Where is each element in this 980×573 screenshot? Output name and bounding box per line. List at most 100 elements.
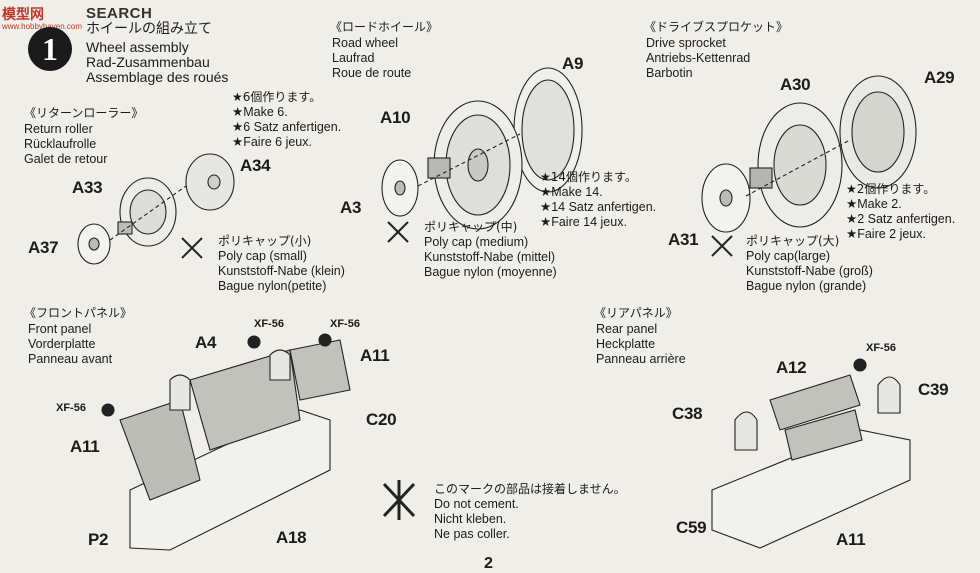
return-roller-make-de: ★6 Satz anfertigen. [232,120,342,134]
poly-cap-medium-label: ポリキャップ(中) Poly cap (medium) Kunststoff-N… [424,220,557,280]
header-search-tag: SEARCH [86,5,153,22]
page-number: 2 [484,555,493,572]
poly-cap-small-jp: ポリキャップ(小) [218,234,312,248]
road-wheel-en: Road wheel [332,36,399,50]
poly-cap-large-jp: ポリキャップ(大) [746,234,840,248]
return-roller-drawing [77,153,235,265]
drive-sprocket-en: Drive sprocket [646,36,726,50]
return-roller-en: Return roller [24,122,93,136]
front-panel-jp: 《フロントパネル》 [24,306,133,320]
road-wheel-make-fr: ★Faire 14 jeux. [540,215,627,229]
rear-panel-en: Rear panel [596,322,658,336]
drive-sprocket-make-de: ★2 Satz anfertigen. [846,212,956,226]
paint-callout-xf56-2: XF-56 [330,318,360,330]
no-cement-de: Nicht kleben. [434,512,507,526]
paint-callout-xf56-3: XF-56 [56,402,86,414]
front-panel-drawing [101,333,351,551]
poly-cap-large-label: ポリキャップ(大) Poly cap(large) Kunststoff-Nab… [746,234,873,294]
no-cement-fr: Ne pas coller. [434,527,510,541]
poly-cap-small-en: Poly cap (small) [218,249,307,263]
part-label-a3: A3 [340,198,362,217]
part-label-a9: A9 [562,54,584,73]
drive-sprocket-make-fr: ★Faire 2 jeux. [846,227,926,241]
part-label-a11-rear: A11 [836,530,866,549]
part-label-a11-front-left: A11 [70,437,100,456]
rear-panel-jp: 《リアパネル》 [594,306,678,320]
road-wheel-de: Laufrad [332,51,375,65]
part-label-c59: C59 [676,518,707,537]
part-label-a18: A18 [276,528,307,547]
drive-sprocket-names: Drive sprocket Antriebs-Kettenrad Barbot… [646,36,750,81]
part-label-c20: C20 [366,410,397,429]
poly-cap-mark-medium [387,221,409,243]
watermark-logo: 模型网 [2,6,44,22]
part-label-a29: A29 [924,68,955,87]
poly-cap-small-label: ポリキャップ(小) Poly cap (small) Kunststoff-Na… [218,234,345,294]
drive-sprocket-fr: Barbotin [646,66,693,80]
poly-cap-medium-jp: ポリキャップ(中) [424,220,518,234]
part-label-c39: C39 [918,380,949,399]
poly-cap-large-en: Poly cap(large) [746,249,831,263]
part-label-a10: A10 [380,108,411,127]
poly-cap-medium-fr: Bague nylon (moyenne) [424,265,557,279]
road-wheel-make: ★14個作ります。 ★Make 14. ★14 Satz anfertigen.… [540,170,656,230]
part-label-a11-front-right: A11 [360,346,390,365]
return-roller-make-jp: ★6個作ります。 [232,90,322,104]
drive-sprocket-jp: 《ドライブスプロケット》 [644,20,789,34]
road-wheel-drawing [381,67,583,230]
no-cement-en: Do not cement. [434,497,519,511]
drive-sprocket-make: ★2個作ります。 ★Make 2. ★2 Satz anfertigen. ★F… [846,182,955,242]
no-cement-mark [382,480,416,520]
return-roller-make: ★6個作ります。 ★Make 6. ★6 Satz anfertigen. ★F… [232,90,341,150]
rear-panel-names: Rear panel Heckplatte Panneau arrière [596,322,686,367]
road-wheel-make-de: ★14 Satz anfertigen. [540,200,657,214]
step-title-de: Rad-Zusammenbau [86,54,210,70]
return-roller-make-fr: ★Faire 6 jeux. [232,135,312,149]
drive-sprocket-make-en: ★Make 2. [846,197,902,211]
return-roller-make-en: ★Make 6. [232,105,288,119]
poly-cap-mark-small [181,237,203,259]
part-label-a4: A4 [195,333,217,352]
poly-cap-medium-de: Kunststoff-Nabe (mittel) [424,250,556,264]
part-label-a37: A37 [28,238,59,257]
return-roller-names: Return roller Rücklaufrolle Galet de ret… [24,122,107,167]
part-label-a34: A34 [240,156,271,175]
part-label-c38: C38 [672,404,703,423]
step-number-badge: 1 [28,27,72,71]
paint-callout-xf56-rear: XF-56 [866,342,896,354]
part-label-a30: A30 [780,75,811,94]
drive-sprocket-de: Antriebs-Kettenrad [646,51,751,65]
step-titles: Wheel assembly Rad-Zusammenbau Assemblag… [86,40,228,85]
road-wheel-jp: 《ロードホイール》 [330,20,439,34]
poly-cap-large-fr: Bague nylon (grande) [746,279,867,293]
paint-callout-xf56-1: XF-56 [254,318,284,330]
return-roller-jp: 《リターンローラー》 [24,106,144,120]
step-title-jp: ホイールの組み立て [86,21,212,37]
part-label-a31: A31 [668,230,699,249]
step-title-en: Wheel assembly [86,39,189,55]
drive-sprocket-make-jp: ★2個作ります。 [846,182,936,196]
rear-panel-de: Heckplatte [596,337,656,351]
part-label-p2: P2 [88,530,109,549]
poly-cap-medium-en: Poly cap (medium) [424,235,529,249]
return-roller-de: Rücklaufrolle [24,137,97,151]
rear-panel-fr: Panneau arrière [596,352,686,366]
road-wheel-fr: Roue de route [332,66,412,80]
part-label-a12: A12 [776,358,807,377]
road-wheel-names: Road wheel Laufrad Roue de route [332,36,411,81]
poly-cap-large-de: Kunststoff-Nabe (groß) [746,264,873,278]
rear-panel-drawing [711,358,911,549]
return-roller-fr: Galet de retour [24,152,108,166]
step-title-fr: Assemblage des roués [86,69,229,85]
front-panel-de: Vorderplatte [28,337,96,351]
road-wheel-make-en: ★Make 14. [540,185,603,199]
front-panel-fr: Panneau avant [28,352,113,366]
poly-cap-mark-large [711,235,733,257]
drive-sprocket-drawing [701,75,917,233]
no-cement-jp: このマークの部品は接着しません。 [434,482,626,496]
front-panel-names: Front panel Vorderplatte Panneau avant [28,322,112,367]
no-cement-note: このマークの部品は接着しません。 Do not cement. Nicht kl… [434,482,626,542]
poly-cap-small-fr: Bague nylon(petite) [218,279,327,293]
road-wheel-make-jp: ★14個作ります。 [540,170,637,184]
